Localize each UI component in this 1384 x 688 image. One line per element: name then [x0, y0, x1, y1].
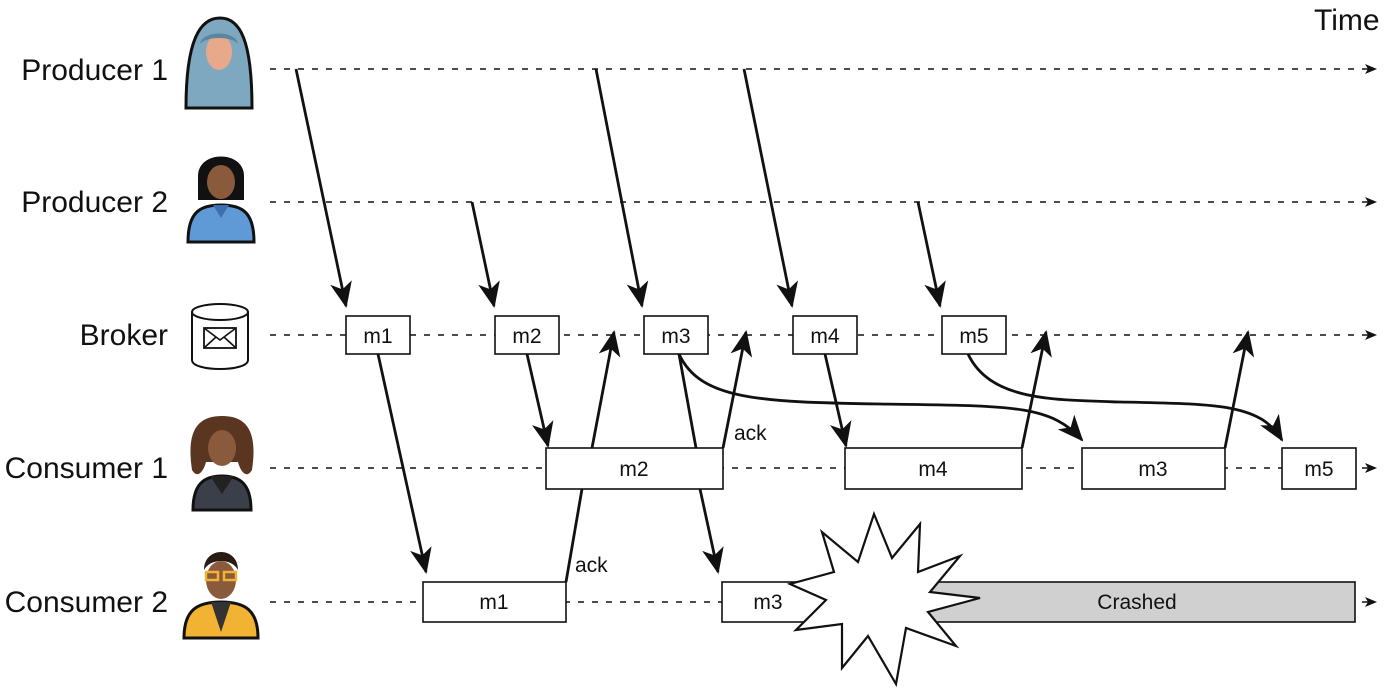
role-label-producer-1: Producer 1	[21, 54, 168, 87]
broker-message-boxes: m1 m2 m3 m4 m5	[345, 315, 1007, 355]
consumer-2-box-m1	[422, 581, 567, 623]
consumer-1-message-boxes: m2 m4 m3 m5	[545, 447, 1357, 490]
broker-box-m3	[643, 315, 709, 355]
crashed-label: Crashed	[1097, 591, 1176, 614]
delivery-arrow-m2-to-consumer-1	[525, 353, 554, 448]
delivery-arrows	[376, 353, 1284, 574]
consumer-1-avatar-icon	[190, 416, 254, 512]
ack-arrow-m1-lower	[564, 488, 584, 583]
consumer-2-avatar-icon	[182, 552, 260, 640]
delivery-arrow-m1-to-consumer-2	[376, 353, 432, 574]
delivery-arrow-m5-to-consumer-1	[966, 353, 1284, 442]
crashed-bar	[917, 581, 1356, 623]
ack-arrow-m3	[1223, 330, 1255, 449]
ack-arrow-m1	[590, 330, 621, 449]
time-label: Time	[1314, 4, 1380, 37]
consumer-1-box-m5-label: m5	[1304, 458, 1333, 481]
ack-arrow-m2	[721, 330, 753, 449]
publish-arrows	[294, 68, 946, 308]
broker-box-m5	[941, 315, 1007, 355]
broker-box-m1-label: m1	[363, 325, 392, 348]
role-label-producer-2: Producer 2	[21, 186, 168, 219]
publish-arrow-m1	[294, 68, 352, 308]
consumer-1-box-m3-label: m3	[1138, 458, 1167, 481]
consumer-1-box-m2-label: m2	[619, 458, 648, 481]
consumer-1-box-m4-label: m4	[918, 458, 947, 481]
publish-arrow-m2	[470, 201, 500, 308]
consumer-1-box-m4	[844, 447, 1023, 490]
consumer-2-box-m1-label: m1	[479, 591, 508, 614]
producer-1-avatar-icon	[184, 16, 254, 110]
publish-arrow-m4	[742, 68, 799, 308]
crash-burst-icon	[786, 510, 981, 688]
delivery-arrow-m3-to-consumer-2-upper	[677, 353, 698, 449]
redelivery-arrow-m3-to-consumer-1	[677, 353, 1084, 442]
ack-label-consumer-1: ack	[734, 422, 767, 445]
broker-box-m2-label: m2	[512, 325, 541, 348]
producer-2-avatar-icon	[186, 156, 256, 244]
consumer-1-box-m5	[1281, 447, 1357, 490]
broker-box-m4-label: m4	[810, 325, 839, 348]
role-label-broker: Broker	[80, 319, 168, 352]
ack-label-consumer-2: ack	[575, 554, 608, 577]
broker-box-m3-label: m3	[661, 325, 690, 348]
delivery-arrow-m3-to-consumer-2	[698, 488, 724, 574]
broker-box-m5-label: m5	[959, 325, 988, 348]
role-label-consumer-1: Consumer 1	[5, 452, 168, 485]
role-label-consumer-2: Consumer 2	[5, 586, 168, 619]
publish-arrow-m3	[594, 68, 649, 308]
consumer-2-box-m3-label: m3	[753, 591, 782, 614]
consumer-1-box-m2	[545, 447, 724, 490]
ack-arrow-m4	[1020, 330, 1052, 449]
ack-arrows	[564, 330, 1255, 583]
consumer-2-message-boxes: m1 m3	[422, 581, 833, 623]
message-queue-icon	[191, 303, 249, 370]
consumer-1-box-m3	[1081, 447, 1226, 490]
publish-arrow-m5	[916, 201, 946, 308]
delivery-arrow-m4-to-consumer-1	[823, 353, 852, 448]
